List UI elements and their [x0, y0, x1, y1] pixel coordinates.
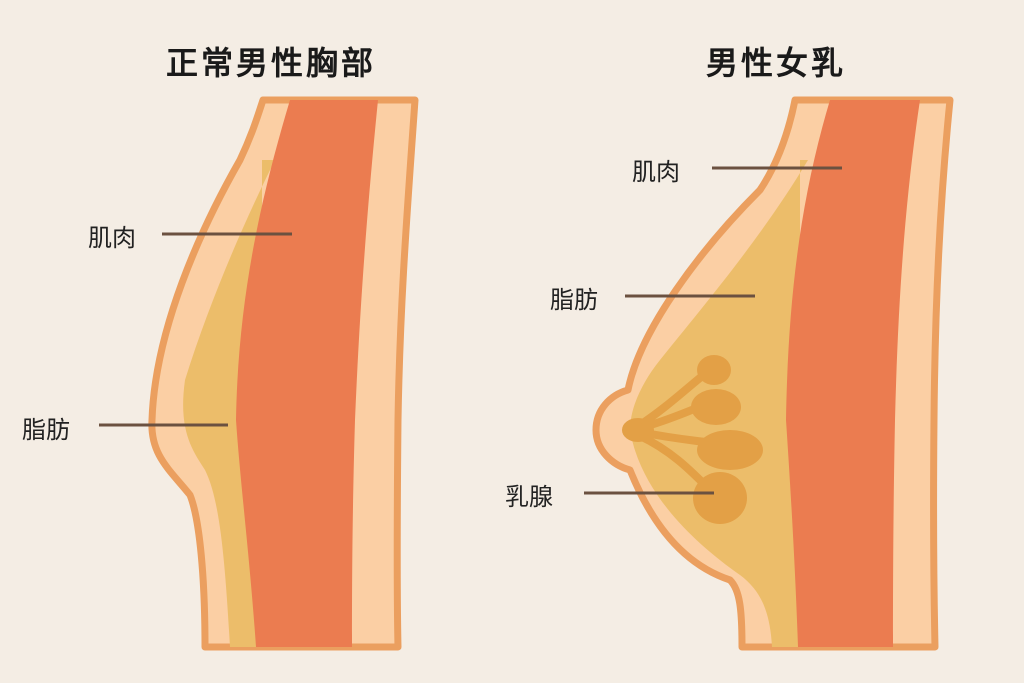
right-fat-label: 脂肪 [550, 286, 598, 314]
right-muscle-label: 肌肉 [632, 158, 680, 186]
left-fat-label: 脂肪 [22, 416, 70, 444]
mammary-gland [622, 355, 763, 524]
normal-male-chest-title: 正常男性胸部 [166, 44, 377, 82]
gynecomastia-illustration [584, 96, 954, 651]
normal-chest-illustration [99, 96, 419, 651]
right-gland-label: 乳腺 [505, 483, 553, 511]
gynecomastia-title: 男性女乳 [706, 44, 847, 82]
left-muscle-label: 肌肉 [88, 224, 136, 252]
